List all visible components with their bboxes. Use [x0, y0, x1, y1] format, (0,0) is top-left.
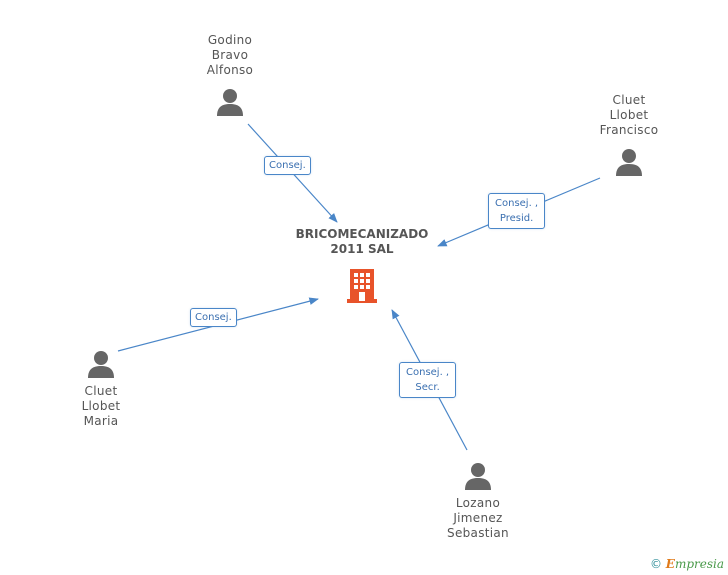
person-name-line: Jimenez [453, 511, 503, 525]
relation-label-text: Consej. [269, 160, 306, 171]
relation-label-francisco[interactable]: Consej. , Presid. [488, 193, 546, 229]
relation-label-text: Presid. [499, 213, 534, 224]
person-name-line: Alfonso [206, 63, 254, 77]
person-icon [465, 463, 491, 490]
relation-label-text: Consej. , [406, 367, 450, 378]
person-icon [217, 89, 243, 116]
company-name-line-2: 2011 SAL [330, 242, 394, 256]
person-node-cluet-francisco[interactable]: Cluet Llobet Francisco [574, 93, 684, 176]
relation-label-maria[interactable]: Consej. [190, 308, 237, 327]
footer-brand: © Empresia [650, 557, 724, 571]
person-name-line: Sebastian [447, 526, 509, 540]
relation-label-text: Secr. [415, 382, 440, 393]
person-name-line: Llobet [81, 399, 121, 413]
person-name-line: Francisco [599, 123, 659, 137]
relation-label-lozano[interactable]: Consej. , Secr. [399, 362, 457, 398]
brand-name: mpresia [674, 557, 724, 571]
copyright-symbol: © [649, 557, 662, 571]
person-icon [88, 351, 114, 378]
building-icon [347, 269, 377, 303]
relation-label-godino[interactable]: Consej. [264, 156, 311, 175]
brand-initial: E [665, 557, 675, 571]
company-name-line-1: BRICOMECANIZADO [295, 227, 429, 241]
person-node-lozano[interactable]: Lozano Jimenez Sebastian [423, 462, 533, 541]
relation-label-text: Consej. [195, 312, 232, 323]
person-name-line: Godino [207, 33, 253, 47]
person-icon [616, 149, 642, 176]
person-node-godino[interactable]: Godino Bravo Alfonso [175, 33, 285, 116]
person-node-cluet-maria[interactable]: Cluet Llobet Maria [46, 350, 156, 429]
person-name-line: Maria [83, 414, 119, 428]
person-name-line: Lozano [455, 496, 501, 510]
person-name-line: Cluet [612, 93, 646, 107]
person-name-line: Cluet [84, 384, 118, 398]
company-node[interactable]: BRICOMECANIZADO 2011 SAL [282, 227, 442, 303]
relation-label-text: Consej. , [495, 198, 539, 209]
person-name-line: Llobet [609, 108, 649, 122]
person-name-line: Bravo [211, 48, 249, 62]
